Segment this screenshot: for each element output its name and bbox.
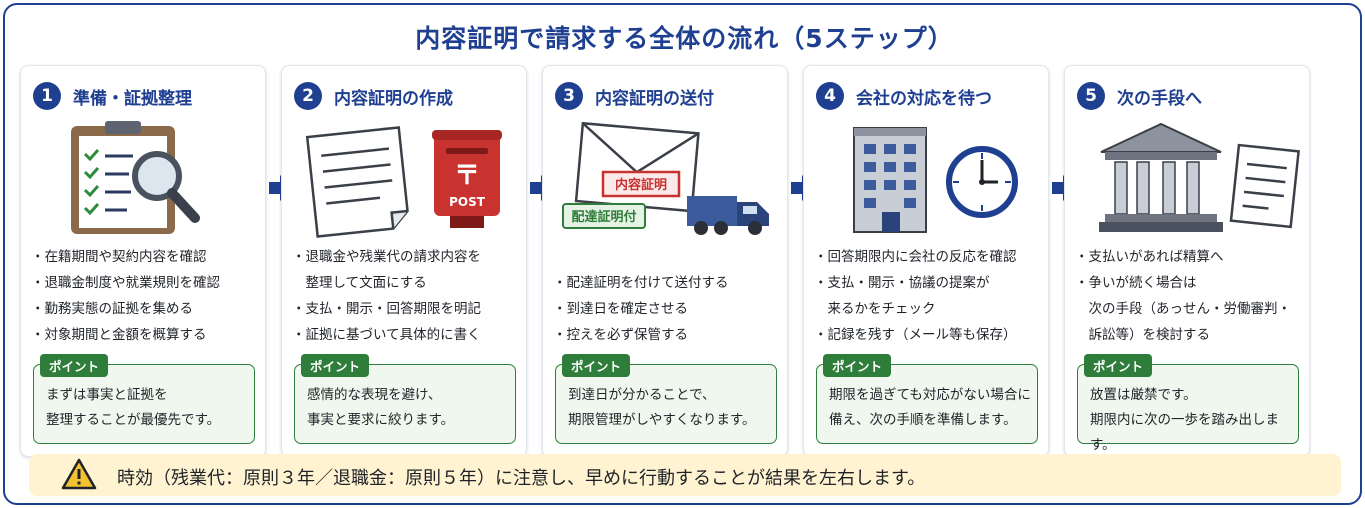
post-label: POST — [449, 195, 486, 209]
point-box: ポイント 放置は厳禁です。 期限内に次の一歩を踏み出します。 — [1077, 354, 1299, 453]
point-label: ポイント — [823, 354, 892, 377]
point-text: 到達日が分かることで、 期限管理がしやすくなります。 — [568, 387, 756, 428]
point-label: ポイント — [40, 354, 109, 377]
bullet-item: ・記録を残す（メール等も保存） — [814, 327, 1017, 343]
bullet-item: ・退職金制度や就業規則を確認 — [31, 275, 220, 291]
step-bullet-list: ・支払いがあれば精算へ ・争いが続く場合は 次の手段（あっせん・労働審判・ 訴訟… — [1075, 244, 1309, 348]
bullet-item: ・回答期限内に会社の反応を確認 — [814, 249, 1017, 265]
step-bullet-list: ・回答期限内に会社の反応を確認 ・支払・開示・協議の提案が 来るかをチェック ・… — [814, 244, 1048, 348]
point-box: ポイント 期限を過ぎても対応がない場合に 備え、次の手順を準備します。 — [816, 354, 1038, 444]
envelope-truck-icon: 内容証明 配達証明付 — [562, 121, 769, 235]
point-label: ポイント — [1084, 354, 1153, 377]
bullet-item: ・証拠に基づいて具体的に書く — [292, 327, 481, 343]
step-card-3: 3 内容証明の送付 内容証明 配達証明付 ・配達証明を付けて送付する ・到達日を… — [542, 65, 788, 457]
step-card-4: 4 会社の対応を待つ ・回答期限内に会社の反応を確認 ・支払・ — [803, 65, 1049, 457]
step-title: 次の手段へ — [1117, 88, 1202, 109]
bullet-item: ・配達証明を付けて送付する — [553, 275, 729, 291]
point-text: 放置は厳禁です。 期限内に次の一歩を踏み出します。 — [1090, 387, 1279, 453]
bullet-item: ・勤務実態の証拠を集める — [31, 301, 193, 317]
clipboard-magnifier-icon — [71, 121, 200, 234]
step-number-badge: 5 — [1077, 82, 1105, 110]
step-number-badge: 1 — [33, 82, 61, 110]
warning-text: 時効（残業代：原則３年／退職金：原則５年）に注意し、早めに行動することが結果を左… — [117, 468, 926, 489]
step-title: 内容証明の送付 — [595, 88, 714, 109]
bullet-item: ・支払いがあれば精算へ — [1075, 249, 1224, 265]
tag-label: 配達証明付 — [571, 209, 636, 225]
bullet-item: ・支払・開示・回答期限を明記 — [292, 301, 481, 317]
point-box: ポイント 到達日が分かることで、 期限管理がしやすくなります。 — [555, 354, 777, 444]
bullet-item: ・対象期間と金額を概算する — [31, 327, 207, 343]
stamp-label: 内容証明 — [615, 177, 667, 193]
bullet-item: ・退職金や残業代の請求内容を — [292, 249, 481, 265]
step-number-badge: 4 — [816, 82, 844, 110]
building-clock-icon — [853, 127, 1018, 233]
point-box: ポイント まずは事実と証拠を 整理することが最優先です。 — [33, 354, 255, 444]
point-text: 期限を過ぎても対応がない場合に 備え、次の手順を準備します。 — [829, 387, 1031, 428]
bullet-item: ・争いが続く場合は — [1075, 275, 1197, 291]
step-title: 内容証明の作成 — [334, 88, 453, 109]
bullet-item: 来るかをチェック — [827, 301, 936, 317]
point-label: ポイント — [301, 354, 370, 377]
step-number-badge: 3 — [555, 82, 583, 110]
point-text: まずは事実と証拠を 整理することが最優先です。 — [46, 387, 221, 428]
step-number-badge: 2 — [294, 82, 322, 110]
step-title: 会社の対応を待つ — [856, 88, 992, 109]
bullet-item: 次の手段（あっせん・労働審判・ — [1088, 301, 1292, 317]
bullet-item: ・支払・開示・協議の提案が — [814, 275, 990, 291]
svg-text:〒: 〒 — [454, 161, 480, 191]
step-bullet-list: ・退職金や残業代の請求内容を 整理して文面にする ・支払・開示・回答期限を明記 … — [292, 244, 526, 348]
warning-banner: 時効（残業代：原則３年／退職金：原則５年）に注意し、早めに行動することが結果を左… — [29, 454, 1341, 496]
point-text: 感情的な表現を避け、 事実と要求に絞ります。 — [307, 387, 455, 428]
step-bullet-list: ・配達証明を付けて送付する ・到達日を確定させる ・控えを必ず保管する — [553, 270, 787, 348]
step-bullet-list: ・在籍期間や契約内容を確認 ・退職金制度や就業規則を確認 ・勤務実態の証拠を集め… — [31, 244, 265, 348]
bullet-item: ・在籍期間や契約内容を確認 — [31, 249, 207, 265]
step-title: 準備・証拠整理 — [73, 88, 192, 109]
point-label: ポイント — [562, 354, 631, 377]
bullet-item: ・到達日を確定させる — [553, 301, 688, 317]
document-postbox-icon: 〒 POST — [305, 126, 502, 238]
flow-diagram-frame: 内容証明で請求する全体の流れ（5ステップ） 1 準備・証拠整理 ・在籍期間や契約… — [3, 3, 1362, 505]
warning-triangle-icon — [61, 458, 97, 490]
point-box: ポイント 感情的な表現を避け、 事実と要求に絞ります。 — [294, 354, 516, 444]
courthouse-document-icon — [1099, 122, 1300, 232]
step-card-5: 5 次の手段へ ・支払いがあれば精算へ ・争いが続く場合は 次の — [1064, 65, 1310, 457]
step-card-2: 2 内容証明の作成 〒 POST ・退職金や残業代の請求内容を 整理して文面にす… — [281, 65, 527, 457]
diagram-title: 内容証明で請求する全体の流れ（5ステップ） — [415, 24, 954, 53]
bullet-item: 訴訟等）を検討する — [1088, 327, 1211, 343]
bullet-item: ・控えを必ず保管する — [553, 327, 688, 343]
step-card-1: 1 準備・証拠整理 ・在籍期間や契約内容を確認 ・退職金制度や就業規則を確認 ・… — [20, 65, 266, 457]
bullet-item: 整理して文面にする — [305, 275, 427, 291]
